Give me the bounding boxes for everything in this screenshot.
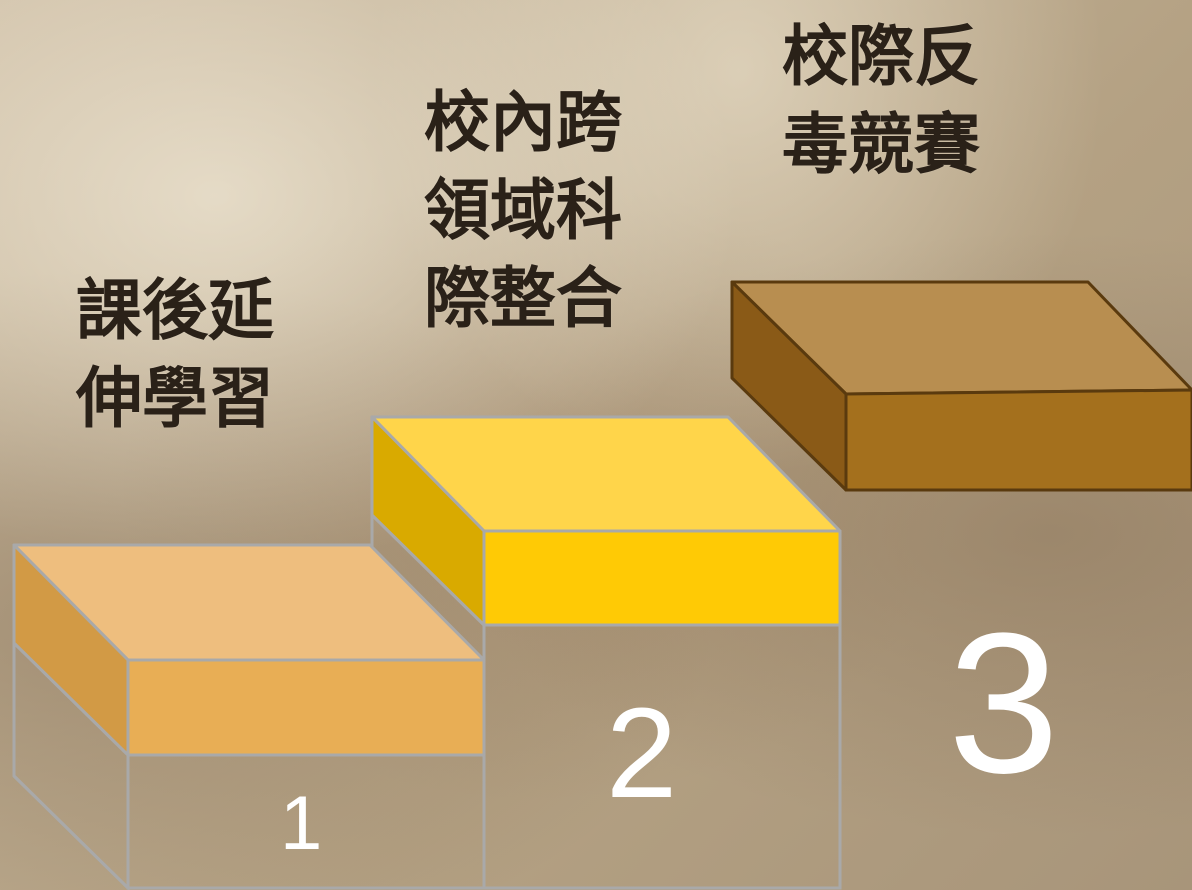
step-2-block [370, 415, 842, 627]
step-1-label: 課後延 伸學習 [76, 271, 274, 437]
step-3-number: 3 [948, 592, 1060, 815]
step-1-front-face [126, 658, 486, 757]
step-3-front-face [844, 388, 1192, 492]
step-2-label: 校內跨 領域科 際整合 [424, 83, 622, 337]
step-1-number: 1 [280, 781, 323, 866]
step-3-label: 校際反 毒競賽 [782, 17, 980, 183]
step-2-front-face [482, 529, 842, 627]
step-1-block [12, 543, 486, 757]
step-2-number: 2 [606, 682, 678, 825]
step-3-block [730, 280, 1192, 492]
